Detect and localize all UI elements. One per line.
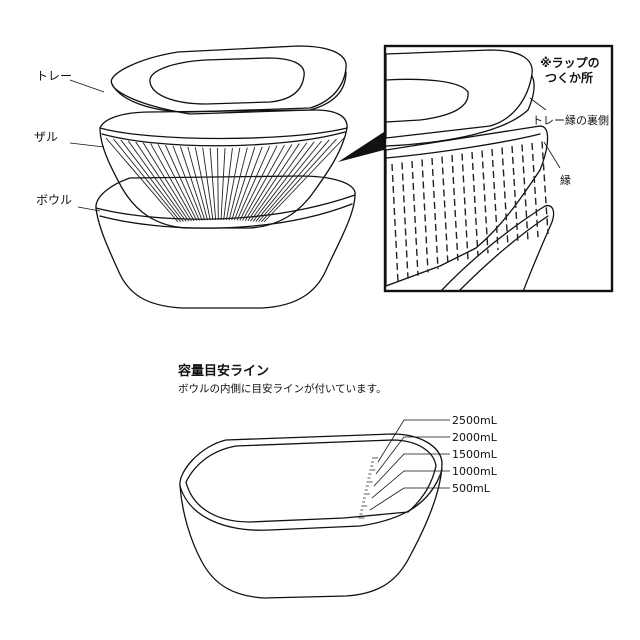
- colander-rib: [225, 147, 241, 221]
- colander-rib: [135, 141, 190, 222]
- colander-rib: [252, 141, 315, 222]
- callout-pointer: [338, 132, 384, 162]
- detail-rib: [391, 163, 399, 283]
- capacity-title: 容量目安ライン: [177, 363, 269, 379]
- exploded-view: トレー ザル ボウル: [34, 45, 384, 309]
- callout-note-line2: つくか所: [545, 70, 593, 85]
- capacity-bowl-illustration: [179, 433, 443, 599]
- colander-rib: [244, 144, 293, 221]
- colander-rib: [202, 147, 214, 221]
- capacity-label-2000: 2000mL: [452, 431, 498, 444]
- colander-rib: [250, 142, 308, 222]
- detail-rib: [511, 145, 519, 244]
- colander-rib: [150, 143, 195, 222]
- colander-rib: [127, 140, 187, 222]
- detail-rib: [471, 151, 479, 257]
- detail-colander-ribs: [391, 141, 549, 283]
- colander-rib: [217, 147, 219, 221]
- colander-rib: [120, 139, 184, 222]
- edge-leader: [543, 141, 561, 169]
- colander-rib: [239, 145, 278, 221]
- colander-rib: [172, 145, 203, 221]
- detail-rib: [501, 147, 509, 247]
- capacity-leader: [371, 470, 450, 499]
- capacity-leaders: [369, 419, 450, 511]
- detail-rib: [541, 141, 549, 235]
- detail-rib: [431, 157, 439, 270]
- capacity-leader: [373, 453, 450, 487]
- colander-rib: [142, 142, 192, 222]
- label-bowl: ボウル: [36, 193, 72, 207]
- colander-rib: [247, 143, 300, 222]
- bowl-leader: [77, 206, 101, 212]
- colander-rib: [187, 146, 208, 221]
- capacity-scale-ticks: [358, 457, 378, 519]
- detail-rib: [531, 142, 539, 238]
- colander-rib: [260, 138, 337, 223]
- colander-rib: [220, 147, 226, 221]
- colander-rib: [231, 147, 256, 221]
- detail-rib: [481, 150, 489, 254]
- colander-rib: [157, 144, 198, 221]
- colander-rib: [105, 137, 179, 223]
- colander-ribs: [105, 137, 345, 223]
- capacity-subtitle: ボウルの内側に目安ラインが付いています。: [178, 382, 387, 395]
- detail-rib: [461, 153, 469, 260]
- colander-rib: [228, 147, 248, 221]
- capacity-label-500: 500mL: [452, 482, 491, 495]
- detail-rib: [451, 154, 459, 263]
- colander-illustration: [99, 109, 348, 229]
- callout-note-line1: ※ラップの: [540, 55, 600, 70]
- tray-leader: [69, 79, 105, 93]
- colander-leader: [69, 142, 105, 148]
- capacity-label-2500: 2500mL: [452, 414, 498, 427]
- detail-callout: ※ラップの つくか所 トレー縁の裏側 縁: [383, 44, 614, 293]
- colander-rib: [242, 144, 285, 221]
- detail-rib: [441, 156, 449, 267]
- colander-rib: [263, 137, 345, 223]
- callout-edge: 縁: [560, 173, 571, 187]
- colander-rib: [179, 146, 206, 221]
- detail-rib: [401, 162, 409, 279]
- capacity-label-1000: 1000mL: [452, 465, 498, 478]
- detail-rib: [521, 144, 529, 241]
- colander-rib: [255, 140, 323, 222]
- colander-rib: [258, 139, 330, 222]
- detail-rib: [491, 148, 499, 251]
- colander-rib: [223, 147, 233, 221]
- colander-rib: [113, 138, 182, 223]
- tray-edge-leader: [529, 97, 547, 111]
- capacity-section: 容量目安ライン ボウルの内側に目安ラインが付いています。 2500mL 2000…: [177, 363, 498, 599]
- capacity-leader: [375, 436, 450, 475]
- detail-rib: [421, 159, 429, 273]
- detail-rib: [411, 160, 419, 276]
- label-colander: ザル: [34, 130, 58, 144]
- colander-rib: [236, 146, 271, 221]
- colander-rib: [234, 146, 263, 221]
- tray-illustration: [110, 45, 347, 115]
- capacity-leader: [377, 419, 450, 463]
- colander-rib: [165, 144, 200, 221]
- callout-frame: [383, 44, 614, 293]
- label-tray: トレー: [36, 69, 72, 83]
- bowl-illustration: [95, 175, 356, 309]
- callout-tray-edge-back: トレー縁の裏側: [532, 113, 609, 127]
- capacity-label-1500: 1500mL: [452, 448, 498, 461]
- colander-rib: [194, 147, 211, 221]
- colander-rib: [209, 147, 217, 221]
- capacity-labels: 2500mL 2000mL 1500mL 1000mL 500mL: [452, 414, 498, 495]
- capacity-leader: [369, 487, 450, 511]
